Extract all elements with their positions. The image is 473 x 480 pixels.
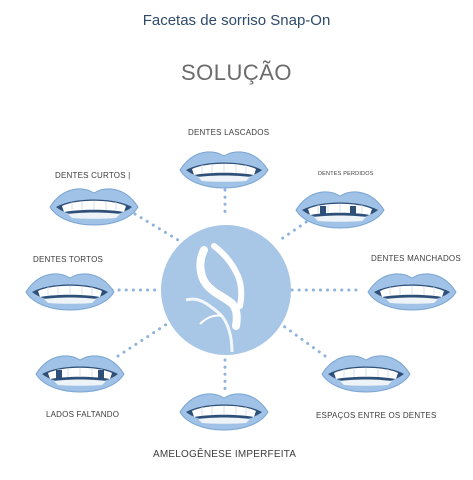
mouth-chipped-teeth <box>179 151 269 189</box>
solution-heading: SOLUÇÃO <box>180 60 293 85</box>
mouth-gapped-teeth <box>321 355 411 393</box>
mouth-missing-sides <box>35 355 125 393</box>
label-chipped-teeth: DENTES LASCADOS <box>188 128 270 137</box>
mouth-missing-teeth <box>295 191 385 229</box>
label-missing-sides: LADOS FALTANDO <box>46 410 120 419</box>
mouth-amelogenesis <box>179 393 269 431</box>
label-stained-teeth: DENTES MANCHADOS <box>371 254 461 263</box>
mouth-short-teeth <box>49 188 139 226</box>
mouth-stained-teeth <box>367 273 457 311</box>
label-short-teeth: DENTES CURTOS | <box>55 171 131 180</box>
label-amelogenesis: AMELOGÊNESE IMPERFEITA <box>153 449 297 460</box>
label-gapped-teeth: ESPAÇOS ENTRE OS DENTES <box>316 411 437 420</box>
connector-dots <box>110 188 362 396</box>
center-aligner-illustration <box>161 225 291 355</box>
label-crooked-teeth: DENTES TORTOS <box>33 255 104 264</box>
page-title: Facetas de sorriso Snap-On <box>142 12 331 29</box>
mouth-crooked-teeth <box>25 273 115 311</box>
label-missing-teeth: DENTES PERDIDOS <box>318 171 374 177</box>
